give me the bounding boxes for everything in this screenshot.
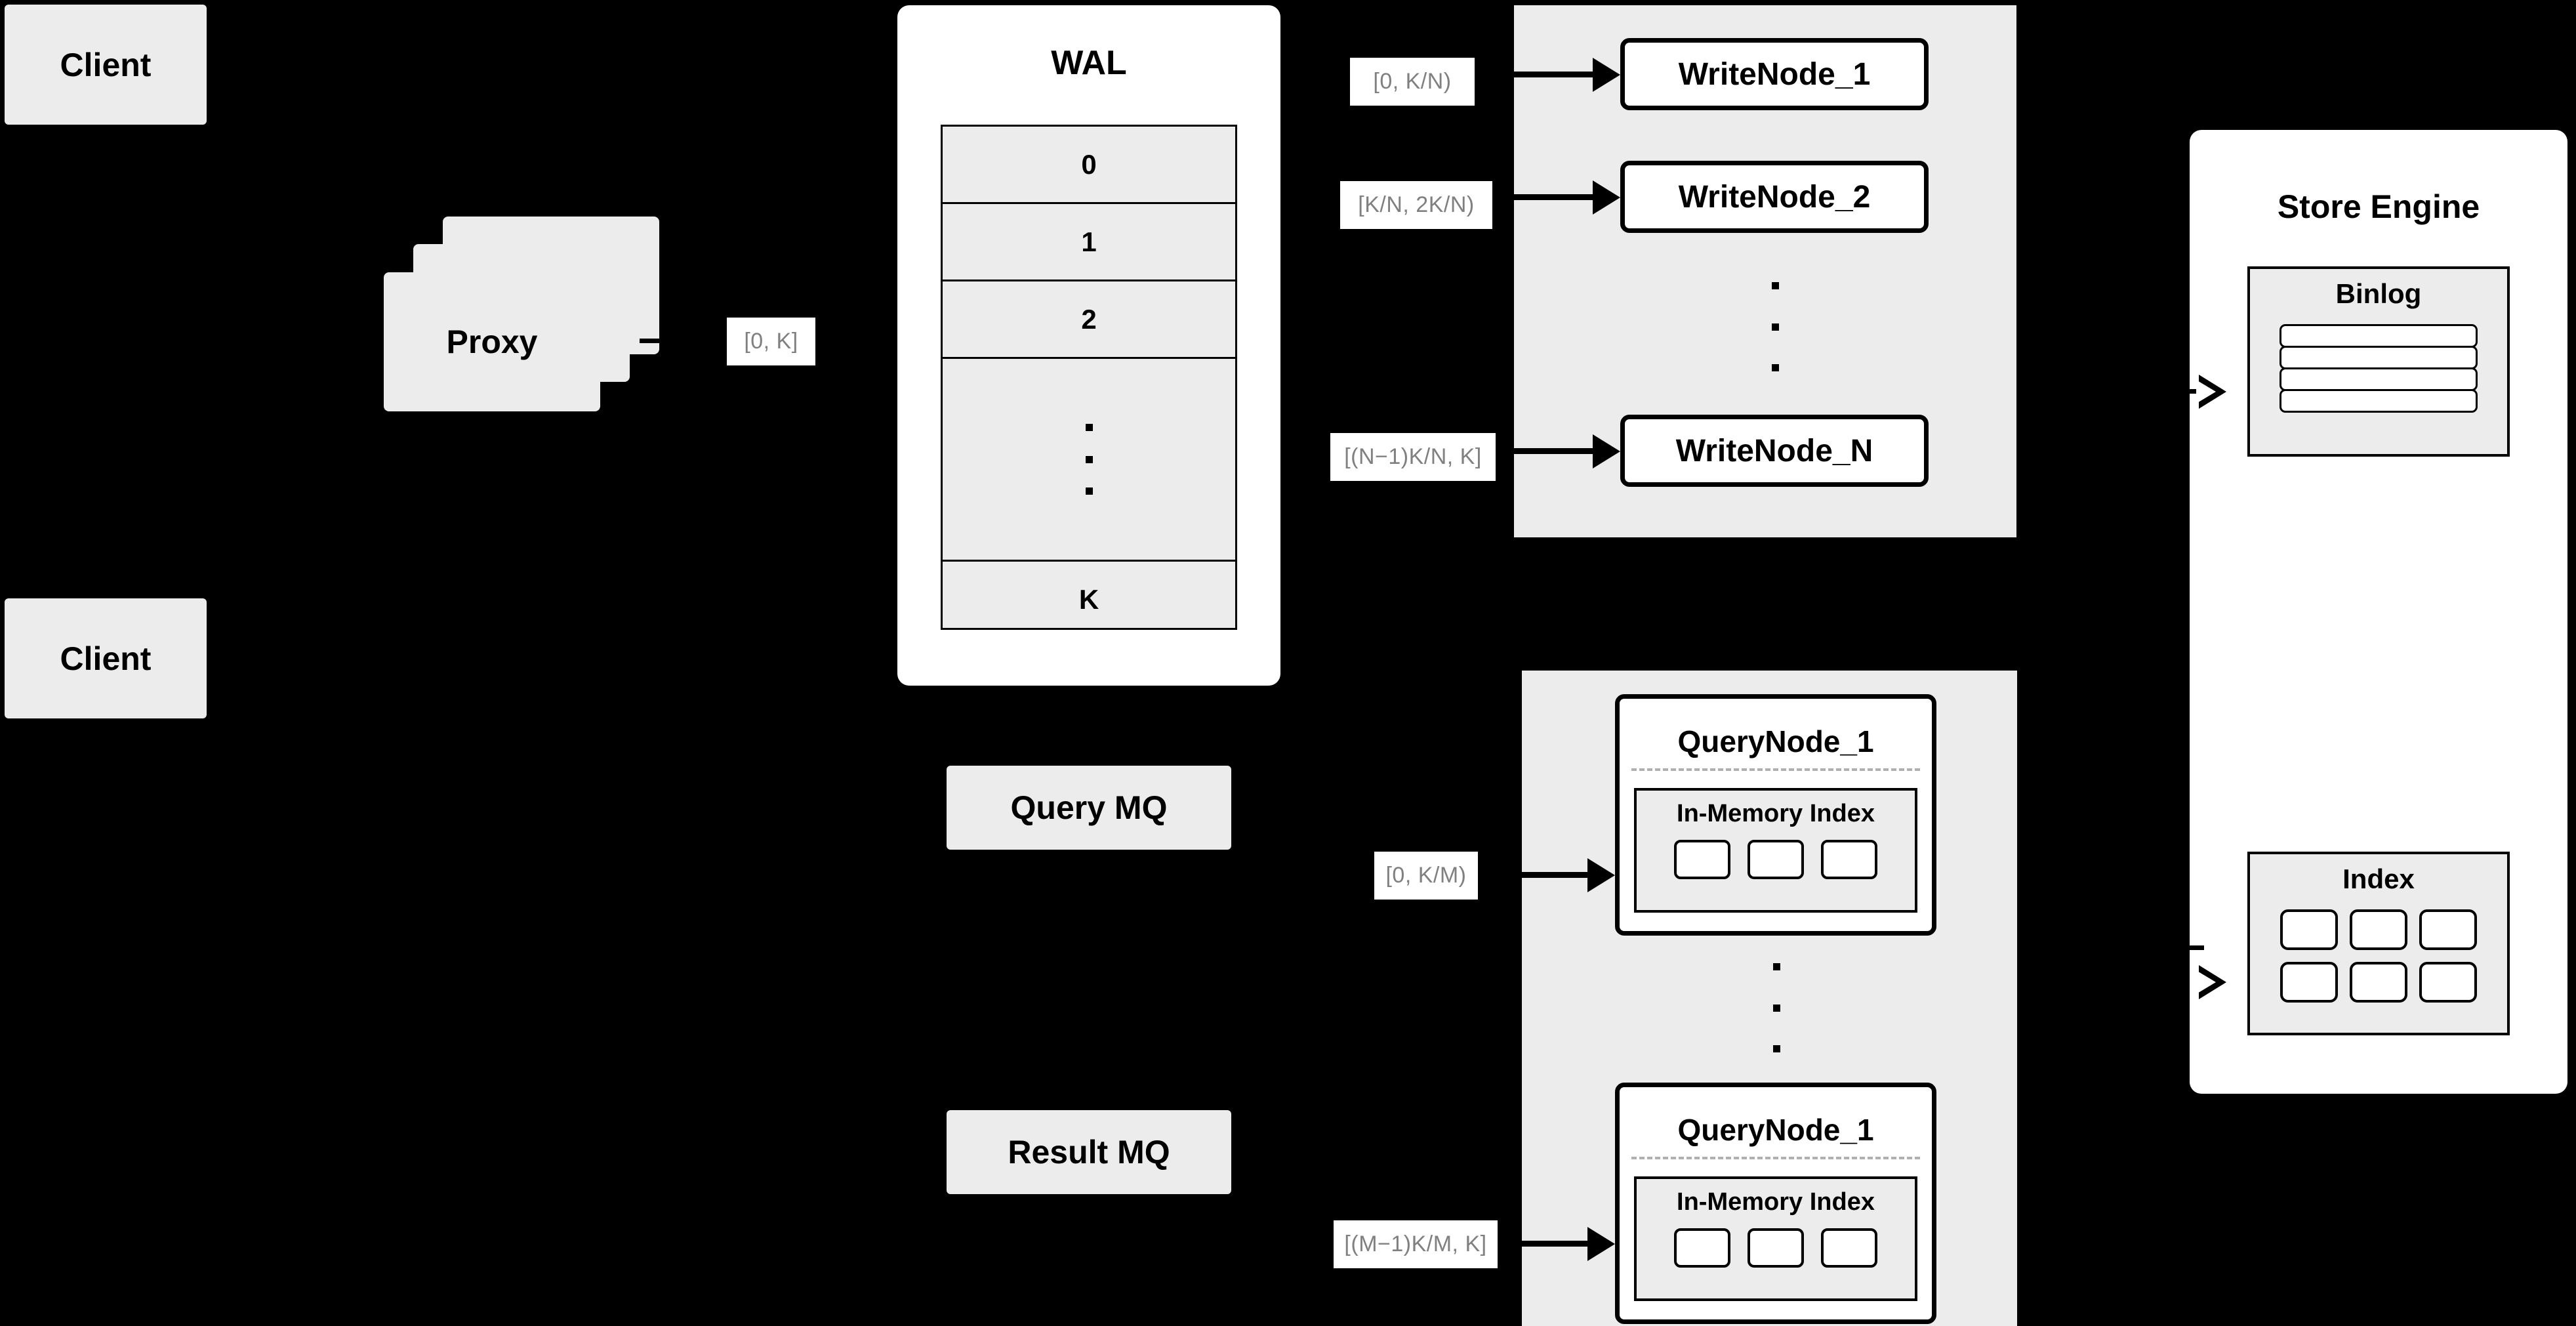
write-node-1-arrow-head-icon bbox=[1593, 58, 1620, 92]
write-node-n[interactable]: WriteNode_N bbox=[1620, 415, 1929, 487]
index-cell[interactable] bbox=[2280, 962, 2338, 1003]
wal-table: 0 1 2 K bbox=[941, 125, 1237, 630]
query-node-title: QueryNode_1 bbox=[1677, 1113, 1874, 1147]
write-node-2-range-label: [K/N, 2K/N) bbox=[1340, 181, 1492, 229]
write-node-label: WriteNode_N bbox=[1675, 433, 1873, 468]
write-node-label: WriteNode_2 bbox=[1678, 179, 1871, 215]
binlog-inbound-arrow-head-icon bbox=[2196, 375, 2226, 409]
in-memory-index-title: In-Memory Index bbox=[1677, 800, 1875, 827]
wal-row[interactable]: K bbox=[1078, 583, 1099, 615]
index-cell[interactable] bbox=[2280, 909, 2338, 950]
binlog-bar[interactable] bbox=[2280, 389, 2478, 413]
index-cell[interactable] bbox=[1821, 840, 1877, 879]
index-cell[interactable] bbox=[1821, 1228, 1877, 1268]
query-node-divider bbox=[1631, 768, 1920, 771]
wal-row[interactable]: 1 bbox=[943, 204, 1235, 281]
binlog-title: Binlog bbox=[2335, 278, 2422, 309]
index-inbound-arrow-line bbox=[2165, 945, 2204, 950]
client-label: Client bbox=[60, 640, 152, 677]
wal-panel: WAL 0 1 2 K bbox=[897, 5, 1280, 686]
binlog-inbound-arrow-line bbox=[2165, 389, 2204, 394]
in-memory-index-title: In-Memory Index bbox=[1677, 1188, 1875, 1216]
query-node-m-arrow-line bbox=[1522, 1241, 1594, 1247]
index-cell[interactable] bbox=[2419, 909, 2477, 950]
query-node-m[interactable]: QueryNode_1 In-Memory Index bbox=[1615, 1083, 1936, 1324]
store-engine-title: Store Engine bbox=[2277, 188, 2480, 225]
proxy-card-front[interactable]: Proxy bbox=[384, 272, 600, 411]
index-cell[interactable] bbox=[2350, 909, 2407, 950]
store-engine-panel: Store Engine Binlog Index bbox=[2190, 130, 2567, 1094]
proxy-label: Proxy bbox=[446, 323, 538, 360]
index-title: Index bbox=[2342, 863, 2415, 894]
proxy-to-wal-connector bbox=[640, 339, 671, 343]
write-node-1[interactable]: WriteNode_1 bbox=[1620, 38, 1929, 110]
query-node-divider bbox=[1631, 1157, 1920, 1159]
binlog-bar[interactable] bbox=[2280, 324, 2478, 348]
wal-row[interactable]: 2 bbox=[943, 281, 1235, 359]
index-cell[interactable] bbox=[1748, 1228, 1804, 1268]
result-mq-label: Result MQ bbox=[1008, 1134, 1170, 1171]
query-mq-label: Query MQ bbox=[1010, 789, 1168, 826]
write-node-label: WriteNode_1 bbox=[1678, 56, 1871, 92]
query-node-1-range-label: [0, K/M) bbox=[1374, 852, 1478, 900]
query-node-m-range-label: [(M−1)K/M, K] bbox=[1334, 1220, 1498, 1268]
query-node-1-arrow-line bbox=[1522, 872, 1594, 878]
in-memory-index-box: In-Memory Index bbox=[1634, 1176, 1917, 1301]
proxy-range-label: [0, K] bbox=[727, 318, 815, 365]
index-cell[interactable] bbox=[2350, 962, 2407, 1003]
write-node-2[interactable]: WriteNode_2 bbox=[1620, 161, 1929, 233]
wal-title: WAL bbox=[1051, 44, 1127, 82]
write-node-2-arrow-head-icon bbox=[1593, 180, 1620, 215]
client-box-1[interactable]: Client bbox=[5, 5, 207, 125]
index-cell[interactable] bbox=[1674, 1228, 1730, 1268]
query-mq-box[interactable]: Query MQ bbox=[947, 766, 1231, 850]
binlog-bar[interactable] bbox=[2280, 346, 2478, 369]
result-mq-box[interactable]: Result MQ bbox=[947, 1110, 1231, 1194]
index-cell[interactable] bbox=[1674, 840, 1730, 879]
index-cell[interactable] bbox=[1748, 840, 1804, 879]
index-inbound-arrow-head-icon bbox=[2196, 965, 2226, 999]
binlog-bar[interactable] bbox=[2280, 367, 2478, 391]
query-cluster-vertical-ellipsis-icon bbox=[1772, 963, 1781, 1052]
write-node-n-arrow-line bbox=[1514, 448, 1599, 454]
in-memory-index-box: In-Memory Index bbox=[1634, 788, 1917, 913]
write-cluster-vertical-ellipsis-icon bbox=[1770, 282, 1780, 371]
wal-row-ellipsis bbox=[943, 359, 1235, 562]
index-box: Index bbox=[2247, 852, 2510, 1035]
proxy-stack[interactable]: Proxy bbox=[380, 217, 659, 433]
write-node-n-arrow-head-icon bbox=[1593, 434, 1620, 468]
wal-row[interactable]: 0 bbox=[943, 127, 1235, 204]
write-node-n-range-label: [(N−1)K/N, K] bbox=[1330, 433, 1496, 481]
query-node-1-arrow-head-icon bbox=[1587, 858, 1615, 892]
write-node-1-range-label: [0, K/N) bbox=[1350, 58, 1475, 106]
query-node-title: QueryNode_1 bbox=[1677, 724, 1874, 758]
query-node-m-arrow-head-icon bbox=[1587, 1227, 1615, 1261]
query-node-1[interactable]: QueryNode_1 In-Memory Index bbox=[1615, 694, 1936, 936]
binlog-box: Binlog bbox=[2247, 266, 2510, 457]
client-box-2[interactable]: Client bbox=[5, 598, 207, 718]
write-node-2-arrow-line bbox=[1514, 194, 1599, 200]
write-node-1-arrow-line bbox=[1514, 72, 1599, 77]
wal-vertical-ellipsis-icon bbox=[1085, 424, 1093, 495]
client-label: Client bbox=[60, 46, 152, 83]
index-cell[interactable] bbox=[2419, 962, 2477, 1003]
